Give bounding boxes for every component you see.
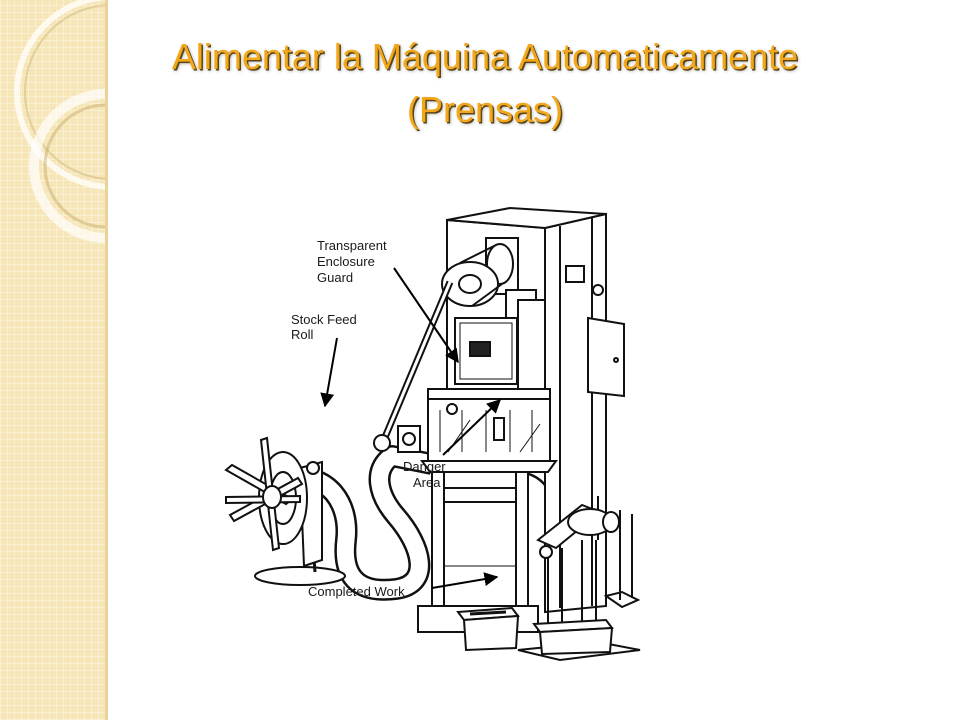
completed-work-arrow (431, 572, 499, 589)
slide-title: Alimentar la Máquina Automaticamente (Pr… (105, 30, 865, 136)
label-stock-feed: Stock Feed (291, 312, 357, 327)
guard-arrow (393, 267, 459, 364)
drive-belt (459, 244, 497, 264)
label-danger: Danger (403, 459, 446, 474)
danger-area-arrow (442, 399, 502, 456)
roll-bolt (306, 461, 320, 475)
work-bin (456, 606, 520, 652)
output-roller-end (602, 511, 620, 533)
guard-panel-inner (459, 322, 513, 380)
press-cross-member (443, 487, 517, 503)
stock-strip-loop (286, 447, 434, 599)
flywheel-hub (458, 274, 482, 294)
press-right-leg (515, 471, 529, 609)
output-bin-body (538, 626, 614, 656)
control-box-body (587, 316, 625, 398)
press-machine-diagram: Transparent Enclosure Guard Stock Feed R… (224, 206, 641, 662)
output-bin (532, 618, 614, 656)
flywheel (441, 237, 519, 307)
decorative-ring-middle (29, 89, 105, 243)
slide-title-line-2: (Prensas) (406, 89, 564, 130)
press-crown (427, 388, 551, 400)
stand-knob (539, 545, 553, 559)
diagram-labels: Transparent Enclosure Guard Stock Feed R… (291, 238, 446, 599)
guard-label-plate (469, 341, 491, 357)
work-bin-body (462, 614, 520, 652)
die-punch (493, 417, 505, 441)
label-area: Area (413, 475, 441, 490)
label-guard: Guard (317, 270, 353, 285)
feed-crank (373, 434, 391, 452)
decorative-ring-middle-shadow (43, 103, 105, 229)
feed-roller (402, 432, 416, 446)
connecting-rod (381, 281, 452, 443)
hatch-line (519, 423, 541, 453)
feed-mechanism (373, 280, 454, 453)
press-top (446, 206, 607, 230)
label-roll: Roll (291, 327, 314, 342)
control-box (587, 316, 625, 398)
work-bin-parts (469, 610, 507, 616)
label-completed-work: Completed Work (308, 584, 405, 599)
stock-feed-arrow (320, 337, 338, 408)
press-side-knob (592, 284, 604, 296)
label-enclosure: Enclosure (317, 254, 375, 269)
die-bolt (446, 403, 458, 415)
roll-hub (262, 485, 282, 509)
decorative-ring-top-shadow (24, 4, 105, 180)
label-transparent: Transparent (317, 238, 387, 253)
press-foot (603, 590, 641, 609)
decorative-rings (14, 0, 105, 243)
stock-feed-roll (224, 436, 346, 586)
drive-belt (471, 283, 503, 307)
transparent-enclosure-guard (454, 289, 546, 393)
control-box-latch (613, 357, 619, 363)
press-side-knob (565, 265, 585, 283)
decorative-side-strip (0, 0, 108, 720)
roll-base-plate (254, 566, 346, 586)
guard-side (517, 299, 546, 393)
callout-arrows (320, 267, 502, 589)
press-bed (420, 460, 558, 473)
press-opening (443, 501, 517, 567)
decorative-ring-top (14, 0, 105, 190)
slide-title-line-1: Alimentar la Máquina Automaticamente (171, 36, 799, 77)
